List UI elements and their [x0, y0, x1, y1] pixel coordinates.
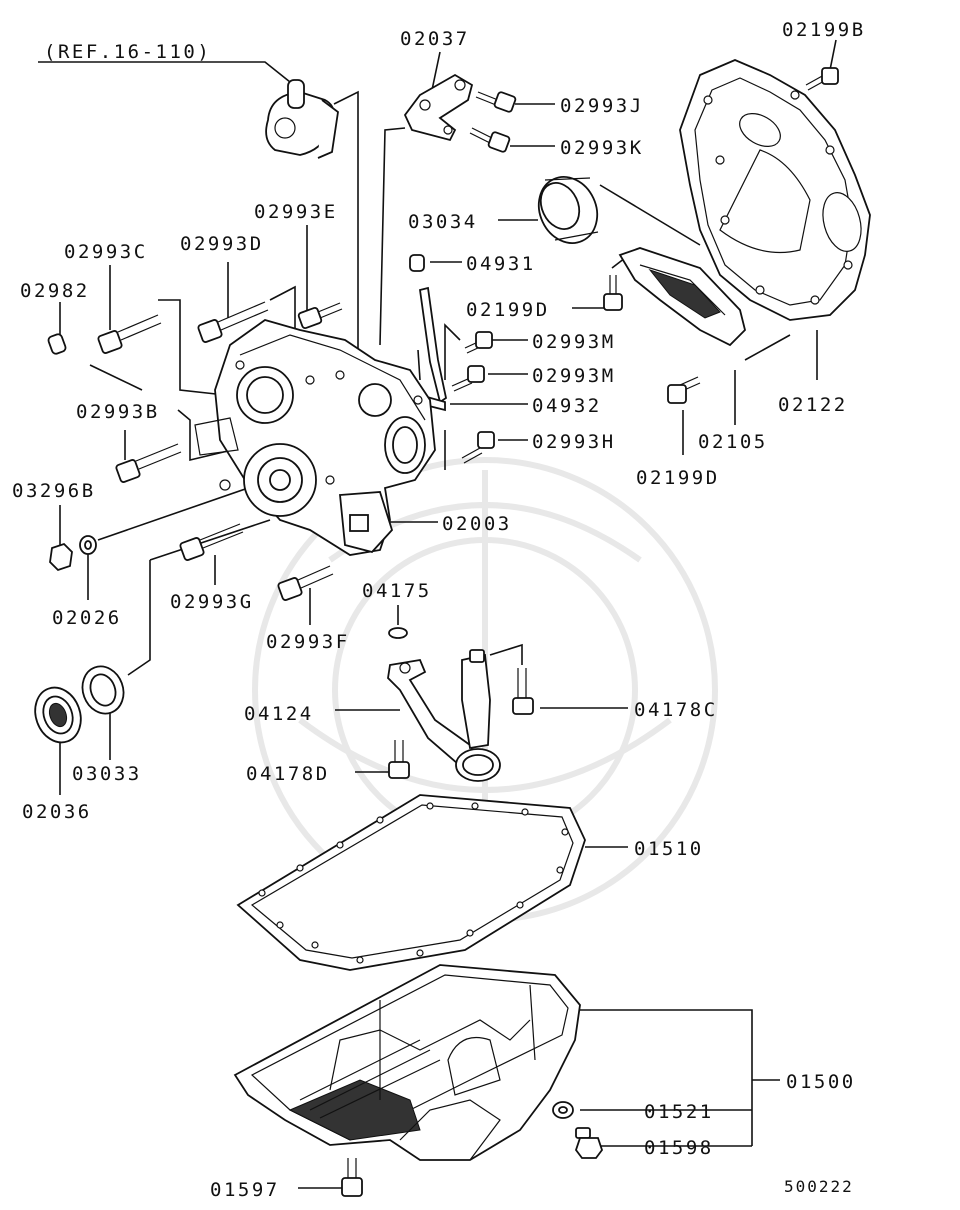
- bolt-02993H: [461, 431, 495, 464]
- label-01597: 01597: [210, 1179, 280, 1201]
- bolt-02993F: [277, 565, 334, 601]
- label-04175: 04175: [362, 580, 432, 602]
- label-02993J: 02993J: [560, 95, 644, 117]
- nut-03296B: [49, 542, 73, 572]
- bolt-02993M-2: [451, 365, 485, 392]
- label-02993G: 02993G: [170, 591, 254, 613]
- bolt-02199B: [805, 67, 839, 91]
- label-04178D: 04178D: [246, 763, 330, 785]
- bolt-02993M-1: [464, 331, 493, 354]
- label-04124: 04124: [244, 703, 314, 725]
- label-02105: 02105: [698, 431, 768, 453]
- gasket-04175: [388, 627, 408, 639]
- label-04178C: 04178C: [634, 699, 718, 721]
- label-02026: 02026: [52, 607, 122, 629]
- label-02037: 02037: [400, 28, 470, 50]
- label-02993F: 02993F: [266, 631, 350, 653]
- label-01598: 01598: [644, 1137, 714, 1159]
- oil-pan-gasket-01510: [236, 794, 586, 971]
- label-02993H: 02993H: [532, 431, 616, 453]
- bolt-02993D: [197, 301, 269, 343]
- label-02993M-2: 02993M: [532, 365, 616, 387]
- label-03296B: 03296B: [12, 480, 96, 502]
- plug-04931: [409, 254, 425, 272]
- label-01500: 01500: [786, 1071, 856, 1093]
- dipstick-tube-04932: [418, 286, 448, 412]
- bolt-02993B: [115, 443, 182, 483]
- gasket-bolt-holes: [258, 802, 569, 964]
- label-02993C: 02993C: [64, 241, 148, 263]
- label-02122: 02122: [778, 394, 848, 416]
- seal-03034: [537, 176, 599, 244]
- washer-02026: [79, 535, 97, 555]
- seal-02036: [34, 686, 82, 744]
- seal-03033: [81, 665, 125, 715]
- label-04932: 04932: [532, 395, 602, 417]
- bolt-02199D-bottom: [667, 376, 701, 404]
- leader-lines: [38, 39, 837, 1189]
- label-02199D-bottom: 02199D: [636, 467, 720, 489]
- label-02993D: 02993D: [180, 233, 264, 255]
- label-02036: 02036: [22, 801, 92, 823]
- label-02993E: 02993E: [254, 201, 338, 223]
- label-ref: (REF.16-110): [44, 41, 211, 63]
- label-02199D-top: 02199D: [466, 299, 550, 321]
- pin-02982: [47, 333, 67, 355]
- cover-02105: [618, 247, 746, 347]
- bolt-04178D: [388, 740, 410, 779]
- label-02993K: 02993K: [560, 137, 644, 159]
- label-01510: 01510: [634, 838, 704, 860]
- bolt-02993J: [475, 91, 517, 113]
- part-labels: (REF.16-110) 02037 02199B 02993J 02993K …: [12, 19, 866, 1201]
- bolt-02993E: [297, 302, 343, 329]
- bolt-04178C: [512, 668, 534, 715]
- label-02993M-1: 02993M: [532, 331, 616, 353]
- bolt-02993C: [97, 314, 162, 354]
- label-02982: 02982: [20, 280, 90, 302]
- bolt-02993K: [469, 127, 511, 153]
- front-case-02003: [194, 319, 436, 556]
- washer-01521: [552, 1101, 574, 1119]
- diagram-id: 500222: [784, 1177, 854, 1196]
- oil-strainer-04124: [387, 649, 501, 782]
- label-02003: 02003: [442, 513, 512, 535]
- bolt-01597: [341, 1158, 363, 1197]
- label-04931: 04931: [466, 253, 536, 275]
- drain-plug-01598: [574, 1127, 604, 1159]
- label-01521: 01521: [644, 1101, 714, 1123]
- rear-plate-02122: [679, 59, 871, 321]
- oil-pan-01500: [233, 964, 581, 1161]
- label-03034: 03034: [408, 211, 478, 233]
- label-02993B: 02993B: [76, 401, 160, 423]
- bracket-02037: [403, 73, 474, 142]
- bolt-02993G: [179, 523, 244, 561]
- ref-housing: [265, 79, 339, 159]
- label-02199B: 02199B: [782, 19, 866, 41]
- bolt-02199D-top: [603, 275, 623, 311]
- label-03033: 03033: [72, 763, 142, 785]
